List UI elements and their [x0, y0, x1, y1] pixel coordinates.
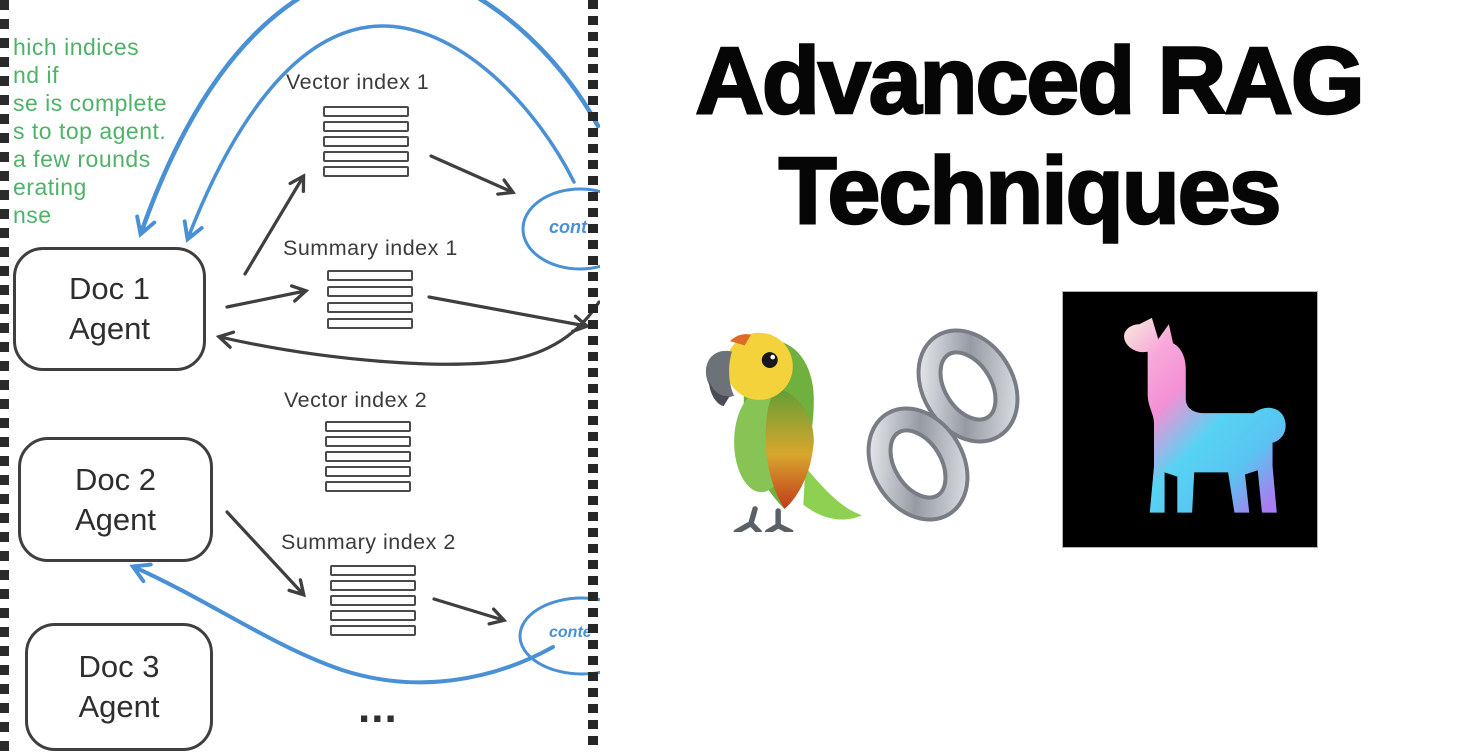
index-row	[327, 302, 413, 313]
doc3-agent-subtitle: Agent	[78, 689, 160, 724]
llama-logo-icon	[1062, 291, 1318, 548]
summary-index1-stack	[327, 270, 413, 334]
context-bubble-top-label: cont	[549, 217, 587, 237]
index-row	[323, 121, 409, 132]
index-row	[325, 481, 411, 492]
index-row	[325, 436, 411, 447]
context-bubble-bottom	[518, 596, 600, 676]
doc2-agent-title: Doc 2	[75, 461, 156, 497]
doc3-agent-title: Doc 3	[78, 649, 160, 684]
index-row	[325, 451, 411, 462]
arrow-doc2-to-summary2	[225, 510, 306, 598]
vector-index2-label: Vector index 2	[284, 388, 428, 412]
arrow-vector1-to-context	[429, 154, 516, 196]
green-notes: hich indices nd if se is complete s to t…	[13, 33, 167, 229]
index-row	[323, 166, 409, 177]
diagram-sketch-canvas	[129, 0, 600, 685]
summary-index2-stack	[330, 565, 416, 640]
title-line2: Techniques	[777, 137, 1282, 246]
doc1-agent-subtitle: Agent	[68, 311, 150, 346]
doc2-agent-box: Doc 2 Agent	[18, 437, 213, 562]
index-row	[325, 466, 411, 477]
index-row	[327, 270, 413, 281]
note-line: erating	[13, 174, 87, 200]
note-line: nd if	[13, 62, 59, 88]
blue-arc-outer	[135, 0, 600, 238]
doc2-agent-subtitle: Agent	[74, 501, 156, 537]
summary-index1-label: Summary index 1	[283, 236, 458, 260]
index-row	[330, 610, 416, 621]
vector-index2-stack	[325, 421, 411, 496]
context-bubble-top	[521, 187, 600, 271]
index-row	[330, 565, 416, 576]
index-row	[330, 595, 416, 606]
note-line: se is complete	[13, 90, 168, 116]
vector-index1-stack	[323, 106, 409, 181]
more-agents-ellipsis: ...	[358, 683, 398, 732]
title-line1: Advanced RAG	[694, 27, 1366, 136]
blue-arc-inner	[182, 24, 576, 243]
arrow-return-to-doc1	[215, 300, 600, 366]
chain-link-icon	[866, 328, 1020, 522]
summary-index2-label: Summary index 2	[281, 530, 456, 554]
doc1-agent-title: Doc 1	[69, 271, 150, 306]
index-row	[323, 136, 409, 147]
note-line: a few rounds	[13, 146, 151, 172]
index-row	[325, 421, 411, 432]
note-line: nse	[13, 202, 52, 228]
context-bubble-bottom-label: conte	[549, 624, 592, 641]
note-line: s to top agent.	[13, 118, 167, 144]
page-title: Advanced RAG Techniques	[618, 26, 1440, 246]
index-row	[330, 625, 416, 636]
arrow-doc1-to-summary1	[225, 284, 310, 309]
blue-return-curve	[129, 562, 555, 685]
llama-silhouette	[1124, 317, 1286, 513]
note-line: hich indices	[13, 34, 140, 60]
arrow-summary1-to-right	[427, 295, 591, 334]
dotted-divider	[588, 0, 598, 752]
vector-index1-label: Vector index 1	[286, 70, 430, 94]
doc1-agent-box: Doc 1 Agent	[13, 247, 206, 371]
arrow-doc1-to-vector1	[243, 173, 306, 276]
index-row	[327, 286, 413, 297]
index-row	[330, 580, 416, 591]
parrot-icon	[705, 332, 863, 532]
arrow-summary2-to-context	[432, 597, 508, 626]
index-row	[323, 106, 409, 117]
index-row	[327, 318, 413, 329]
left-dashed-border	[0, 0, 9, 752]
doc3-agent-box: Doc 3 Agent	[25, 623, 213, 751]
index-row	[323, 151, 409, 162]
